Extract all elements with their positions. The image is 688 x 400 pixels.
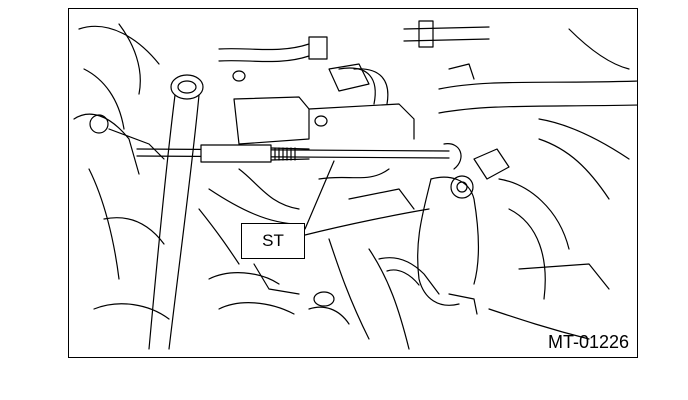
lever-assembly bbox=[378, 148, 510, 315]
left-engine-components bbox=[73, 23, 170, 320]
central-housing bbox=[198, 63, 415, 350]
lower-left-cluster bbox=[208, 263, 350, 325]
upper-pipes bbox=[218, 20, 637, 127]
vertical-hose bbox=[148, 74, 204, 350]
engine-bay-line-drawing bbox=[73, 20, 637, 350]
figure-id-label: MT-01226 bbox=[547, 332, 629, 352]
st-callout-label: ST bbox=[241, 223, 305, 259]
right-side-structure bbox=[488, 28, 630, 340]
illustration-frame: ST MT-01226 bbox=[68, 8, 638, 358]
callout-leader-line bbox=[304, 160, 430, 236]
special-tool-rod bbox=[136, 143, 462, 170]
